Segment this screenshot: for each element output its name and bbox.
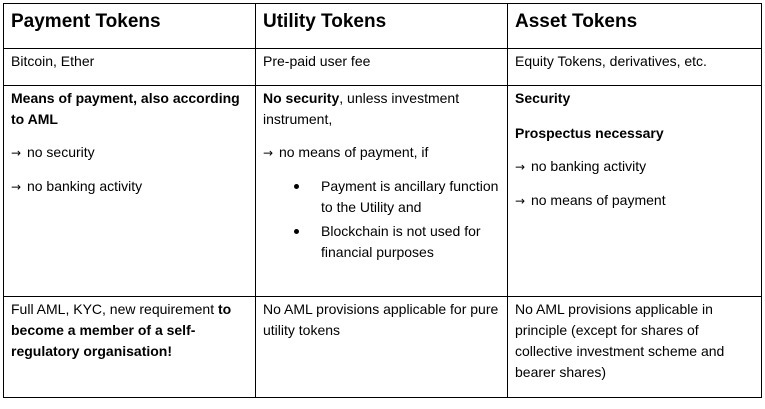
utility-security-statement: No security, unless investment instrumen… — [263, 90, 460, 127]
examples-asset: Equity Tokens, derivatives, etc. — [507, 48, 762, 86]
payment-arrow-item: → no security — [11, 144, 95, 160]
list-item: Payment is ancillary function to the Uti… — [294, 176, 500, 218]
payment-means-of-payment: Means of payment, also according to AML — [11, 90, 240, 127]
arrow-icon: → — [11, 180, 22, 194]
examples-payment: Bitcoin, Ether — [3, 48, 256, 86]
regulation-row: Means of payment, also according to AML … — [3, 85, 762, 297]
aml-row: Full AML, KYC, new requirement to become… — [3, 296, 762, 398]
bullet-icon — [294, 229, 299, 234]
bullet-icon — [294, 184, 299, 189]
utility-conditions-list: Payment is ancillary function to the Uti… — [263, 176, 500, 263]
arrow-icon: → — [515, 194, 526, 208]
regulation-asset: Security Prospectus necessary → no banki… — [507, 85, 762, 297]
aml-asset: No AML provisions applicable in principl… — [507, 296, 762, 398]
utility-arrow-item: → no means of payment, if — [263, 144, 429, 160]
asset-arrow-item: → no means of payment — [515, 192, 666, 208]
arrow-icon: → — [11, 146, 22, 160]
asset-prospectus: Prospectus necessary — [515, 125, 664, 141]
examples-utility: Pre-paid user fee — [255, 48, 508, 86]
regulation-utility: No security, unless investment instrumen… — [255, 85, 508, 297]
arrow-icon: → — [515, 160, 526, 174]
aml-payment: Full AML, KYC, new requirement to become… — [3, 296, 256, 398]
arrow-icon: → — [263, 146, 274, 160]
asset-security: Security — [515, 90, 571, 106]
token-classification-table: Payment Tokens Utility Tokens Asset Toke… — [3, 3, 762, 398]
payment-arrow-item: → no banking activity — [11, 178, 143, 194]
list-item: Blockchain is not used for financial pur… — [294, 221, 500, 263]
asset-arrow-item: → no banking activity — [515, 158, 647, 174]
header-row: Payment Tokens Utility Tokens Asset Toke… — [3, 3, 762, 49]
examples-row: Bitcoin, Ether Pre-paid user fee Equity … — [3, 48, 762, 86]
header-asset-tokens: Asset Tokens — [507, 3, 762, 49]
header-utility-tokens: Utility Tokens — [255, 3, 508, 49]
aml-utility: No AML provisions applicable for pure ut… — [255, 296, 508, 398]
regulation-payment: Means of payment, also according to AML … — [3, 85, 256, 297]
header-payment-tokens: Payment Tokens — [3, 3, 256, 49]
